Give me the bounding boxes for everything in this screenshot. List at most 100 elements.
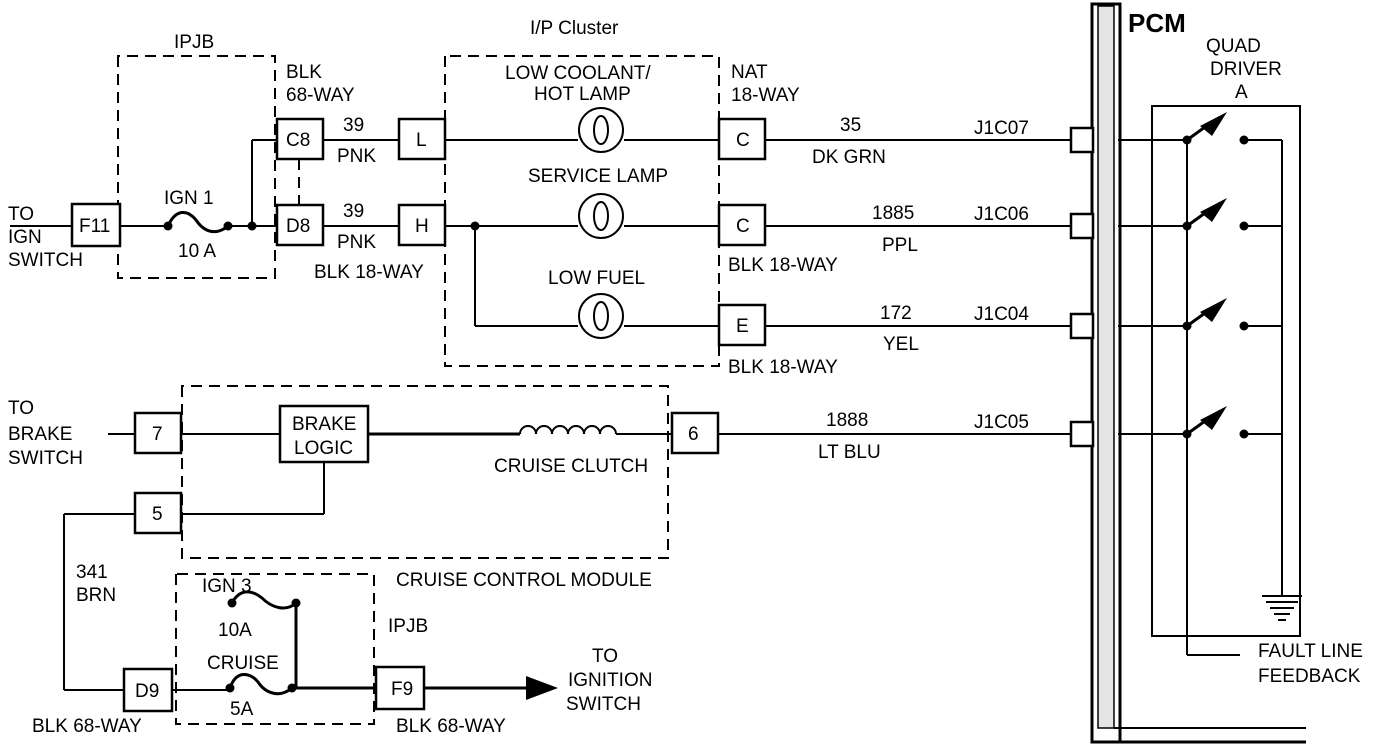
cruise-pin-6-label: 6 [688,424,699,445]
cluster-pin-l [397,117,447,161]
wire-35-color: DK GRN [812,147,886,168]
pcm-terminal-j1c04 [1069,312,1095,340]
driver-switch-4 [1118,406,1282,439]
ipjb-bottom-title: IPJB [388,616,428,637]
brake-logic-label-1: BRAKE [292,414,356,435]
driver-switch-3 [1118,298,1282,331]
blk-68way-label-2: 68-WAY [286,85,355,106]
wire-172-color: YEL [883,334,919,355]
to-ignition-1: TO [592,646,618,667]
lamp2-label: SERVICE LAMP [528,166,668,187]
lamp3-label: LOW FUEL [548,268,645,289]
lamp-icon [578,293,624,339]
to-ign-switch-2: IGN [8,227,42,248]
cluster-pin-c2-label: C [736,216,750,237]
wire-39a-color: PNK [337,146,376,167]
fuse-f11-box [70,202,122,248]
to-ign-switch-1: TO [8,204,34,225]
fuse-ign3-rating: 10A [218,620,252,641]
cluster-pin-e-label: E [736,316,749,337]
fuse-f11-label: F11 [79,216,110,237]
wire-1888-color: LT BLU [818,442,881,463]
lamp-icon [578,107,624,153]
to-ignition-3: SWITCH [566,694,641,715]
d9-conn-label: BLK 68-WAY [32,716,142,737]
blk-68way-label-1: BLK [286,62,322,83]
to-ign-switch-3: SWITCH [8,250,83,271]
f9-conn-label: BLK 68-WAY [396,716,506,737]
driver-switch-2 [1118,198,1282,231]
pin-j1c06-label: J1C06 [974,204,1029,225]
wire-39a-number: 39 [343,115,364,136]
wire-39b-number: 39 [343,201,364,222]
wire-35-number: 35 [840,115,861,136]
to-brake-switch-1: TO [8,398,34,419]
lamp1-label-2: HOT LAMP [534,84,631,105]
blk-18way-label: BLK 18-WAY [314,262,424,283]
to-ignition-2: IGNITION [568,670,652,691]
wire-1885-number: 1885 [872,203,914,224]
pin-j1c07-label: J1C07 [974,118,1029,139]
quad-driver-label-3: A [1235,82,1248,103]
fuse-cruise-rating: 5A [230,699,254,720]
ip-cluster-block: I/P Cluster [444,18,720,367]
cluster-pin-e [717,303,767,347]
fuse-cruise-icon [225,673,297,696]
to-brake-switch-2: BRAKE [8,424,72,445]
quad-driver-label-1: QUAD [1206,36,1261,57]
pcm-title: PCM [1128,8,1186,38]
connector-f9-label: F9 [391,679,413,700]
wire-1888-number: 1888 [826,410,868,431]
cluster-pin-h [397,203,447,247]
fuse-cruise-name: CRUISE [207,653,279,674]
cluster-pin-h-label: H [415,216,429,237]
fuse-ign3-name: IGN 3 [202,576,252,597]
cluster-pin-c1 [717,117,767,161]
connector-f9 [374,665,426,711]
fuse-ign1-rating: 10 A [178,241,216,262]
nat-18way-label-1: NAT [731,62,768,83]
ipjb-bottom: IPJB [175,573,428,725]
wire-341-number: 341 [76,562,108,583]
cluster-pin-c1-label: C [736,130,750,151]
brake-logic-label-2: LOGIC [294,438,353,459]
cruise-module-title: CRUISE CONTROL MODULE [396,570,652,591]
lamp-icon [578,193,624,239]
cruise-clutch-coil-icon [519,425,617,435]
cruise-clutch-label: CRUISE CLUTCH [494,456,648,477]
blk-18way-c-label: BLK 18-WAY [728,255,838,276]
cruise-pin-7-label: 7 [152,424,163,445]
quad-driver-label-2: DRIVER [1210,59,1282,80]
blk-18way-e-label: BLK 18-WAY [728,357,838,378]
wire-39b-color: PNK [337,232,376,253]
lamp1-label-1: LOW COOLANT/ [505,63,651,84]
connector-c8-label: C8 [286,130,310,151]
ground-icon [1262,585,1302,621]
ipjb-top-title: IPJB [174,32,214,53]
connector-d8-label: D8 [286,216,310,237]
wire-172-number: 172 [880,303,912,324]
quad-driver-box: FAULT LINE FEEDBACK [1151,105,1363,687]
cruise-pin-5-label: 5 [152,504,163,525]
connector-d9-label: D9 [135,681,159,702]
pcm-terminal-j1c07 [1069,126,1095,154]
pcm-terminal-j1c05 [1069,420,1095,448]
pcm-block: PCM QUAD DRIVER A [1090,2,1306,744]
feedback-label: FEEDBACK [1258,666,1361,687]
arrow-right-icon [526,676,558,700]
driver-switch-1 [1118,112,1282,145]
cruise-pin-7 [133,411,183,455]
nat-18way-label-2: 18-WAY [731,85,800,106]
pin-j1c05-label: J1C05 [974,412,1029,433]
fuse-ign3-icon [227,590,301,610]
pcm-terminal-j1c06 [1069,212,1095,240]
ip-cluster-title: I/P Cluster [530,18,619,39]
wire-341-color: BRN [76,585,116,606]
pin-j1c04-label: J1C04 [974,304,1029,325]
fuse-ign1-icon [163,211,233,234]
cruise-pin-6 [670,411,720,455]
cruise-module-block: CRUISE CONTROL MODULE [181,385,669,591]
cruise-pin-5 [133,491,183,535]
to-brake-switch-3: SWITCH [8,448,83,469]
fuse-ign1-name: IGN 1 [164,188,214,209]
